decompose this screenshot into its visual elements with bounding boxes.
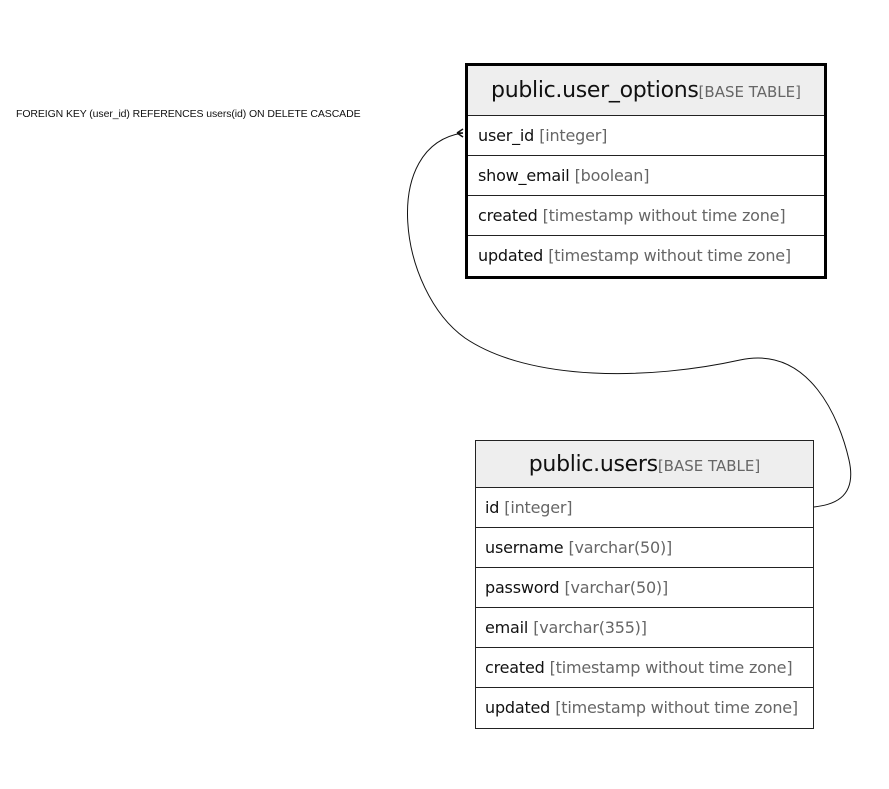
table-header: public.user_options[BASE TABLE] bbox=[468, 66, 824, 116]
column-name: id bbox=[485, 498, 500, 517]
table-row[interactable]: updated [timestamp without time zone] bbox=[468, 236, 824, 276]
column-type: [timestamp without time zone] bbox=[555, 698, 798, 717]
table-row[interactable]: created [timestamp without time zone] bbox=[468, 196, 824, 236]
column-type: [varchar(50)] bbox=[564, 578, 669, 597]
table-name: public.user_options bbox=[491, 78, 699, 103]
column-name: email bbox=[485, 618, 529, 637]
column-type: [varchar(355)] bbox=[533, 618, 647, 637]
column-type: [timestamp without time zone] bbox=[549, 658, 793, 677]
column-type: [boolean] bbox=[574, 166, 650, 185]
column-type: [integer] bbox=[504, 498, 573, 517]
column-name: username bbox=[485, 538, 564, 557]
column-name: show_email bbox=[478, 166, 570, 185]
table-row[interactable]: show_email [boolean] bbox=[468, 156, 824, 196]
column-name: updated bbox=[485, 698, 551, 717]
column-type: [timestamp without time zone] bbox=[548, 246, 791, 265]
table-name: public.users bbox=[528, 452, 658, 477]
table-row[interactable]: email [varchar(355)] bbox=[476, 608, 813, 648]
table-row[interactable]: id [integer] bbox=[476, 488, 813, 528]
column-name: user_id bbox=[478, 126, 535, 145]
table-type: [BASE TABLE] bbox=[698, 83, 801, 101]
table-row[interactable]: updated [timestamp without time zone] bbox=[476, 688, 813, 728]
table-row[interactable]: password [varchar(50)] bbox=[476, 568, 813, 608]
table-header: public.users[BASE TABLE] bbox=[476, 441, 813, 488]
column-type: [integer] bbox=[539, 126, 608, 145]
foreign-key-edge bbox=[407, 132, 852, 508]
column-name: password bbox=[485, 578, 560, 597]
column-type: [varchar(50)] bbox=[568, 538, 673, 557]
table-row[interactable]: created [timestamp without time zone] bbox=[476, 648, 813, 688]
table-row[interactable]: user_id [integer] bbox=[468, 116, 824, 156]
table-type: [BASE TABLE] bbox=[657, 457, 761, 475]
column-name: updated bbox=[478, 246, 544, 265]
table-row[interactable]: username [varchar(50)] bbox=[476, 528, 813, 568]
table-users[interactable]: public.users[BASE TABLE] id [integer] us… bbox=[475, 440, 814, 729]
crow-foot-icon bbox=[456, 128, 464, 138]
column-type: [timestamp without time zone] bbox=[542, 206, 786, 225]
column-name: created bbox=[485, 658, 545, 677]
column-name: created bbox=[478, 206, 538, 225]
table-user-options[interactable]: public.user_options[BASE TABLE] user_id … bbox=[465, 63, 827, 279]
foreign-key-label: FOREIGN KEY (user_id) REFERENCES users(i… bbox=[16, 108, 361, 120]
